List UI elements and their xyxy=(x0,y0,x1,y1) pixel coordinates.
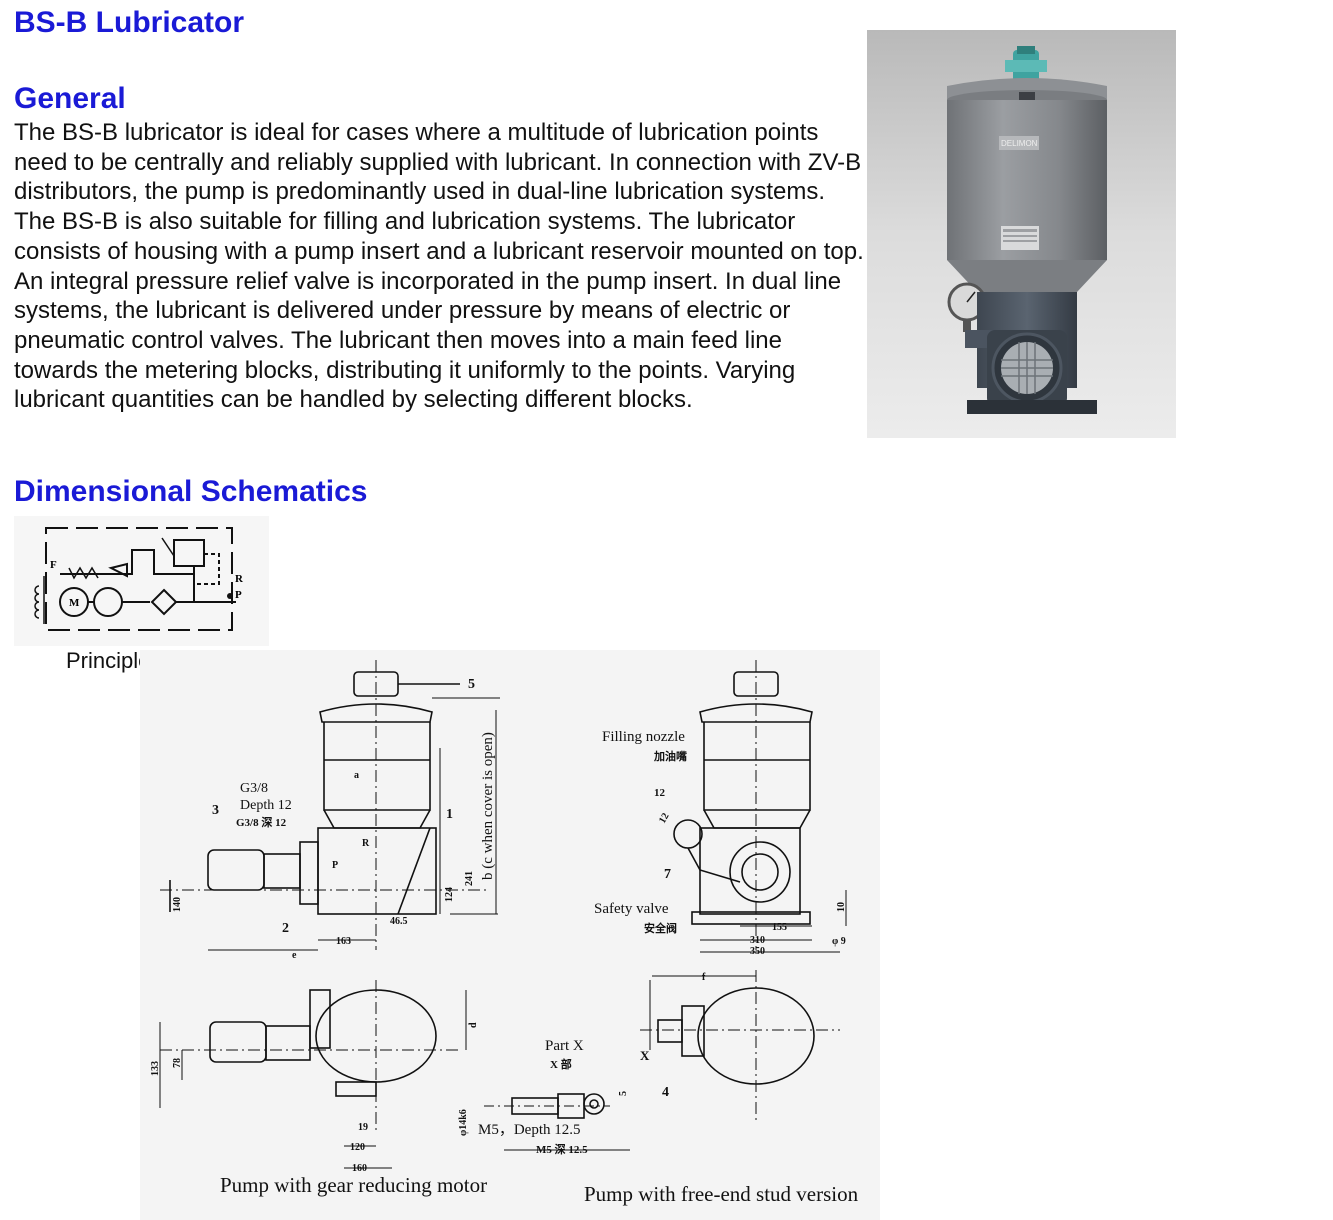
caption-gear-motor: Pump with gear reducing motor xyxy=(220,1173,487,1197)
g38-cn-label: G3/8 深 12 xyxy=(236,815,287,829)
schematics-heading: Dimensional Schematics xyxy=(14,475,368,508)
dim-19: 19 xyxy=(358,1122,368,1133)
g38-label: G3/8 xyxy=(240,781,268,796)
dim-163: 163 xyxy=(336,936,351,947)
callout-2: 2 xyxy=(282,921,289,936)
callout-7: 7 xyxy=(664,867,671,882)
dim-phi9: φ 9 xyxy=(832,936,846,947)
dim-a: a xyxy=(354,770,359,781)
dim-124: 124 xyxy=(444,887,455,902)
callout-1: 1 xyxy=(446,807,453,822)
cover-note: b (c when cover is open) xyxy=(480,732,496,880)
dim-12b: 12 xyxy=(657,811,672,825)
principle-label-r: R xyxy=(235,573,244,585)
page-title: BS-B Lubricator xyxy=(14,6,245,39)
dim-d: d xyxy=(468,1022,479,1028)
dim-78: 78 xyxy=(172,1058,183,1068)
dim-140: 140 xyxy=(172,897,183,912)
dim-r: R xyxy=(362,838,370,849)
principle-caption: Principle xyxy=(66,648,141,673)
callout-12: 12 xyxy=(654,787,666,799)
dim-241: 241 xyxy=(464,871,475,886)
dim-155: 155 xyxy=(772,922,787,933)
dim-p: P xyxy=(332,860,338,871)
part-x-label: Part X xyxy=(545,1038,584,1054)
filling-nozzle-label: Filling nozzle xyxy=(602,729,685,745)
safety-valve-cn: 安全阀 xyxy=(644,921,677,935)
dimensional-drawings: 5 1 3 2 4 7 12 G3/8 Depth 12 G3/8 深 12 b… xyxy=(140,650,880,1220)
m5-label: M5，Depth 12.5 xyxy=(478,1122,581,1138)
safety-valve-label: Safety valve xyxy=(594,901,669,917)
brand-label: DELIMON xyxy=(1001,139,1038,148)
dim-5: 5 xyxy=(618,1091,629,1096)
dim-133: 133 xyxy=(150,1061,161,1076)
dim-350: 350 xyxy=(750,946,765,957)
dim-120: 120 xyxy=(350,1142,365,1153)
principle-diagram: F M R P xyxy=(14,516,269,646)
dim-46-5: 46.5 xyxy=(390,916,408,927)
callout-4: 4 xyxy=(662,1085,669,1100)
dim-10: 10 xyxy=(836,902,847,912)
principle-label-f: F xyxy=(50,559,57,571)
callout-3: 3 xyxy=(212,803,219,818)
general-heading: General xyxy=(14,82,126,115)
lubricator-photo: DELIMON xyxy=(867,30,1176,438)
caption-free-end: Pump with free-end stud version xyxy=(584,1182,859,1206)
dim-e: e xyxy=(292,950,297,961)
dim-f: f xyxy=(702,972,706,983)
dim-x: X xyxy=(640,1048,650,1063)
depth12-label: Depth 12 xyxy=(240,798,292,813)
dim-310: 310 xyxy=(750,935,765,946)
m5-cn-label: M5 深 12.5 xyxy=(536,1142,588,1156)
callout-5: 5 xyxy=(468,677,475,692)
principle-label-p: P xyxy=(235,589,242,601)
filling-nozzle-cn: 加油嘴 xyxy=(653,749,687,763)
principle-label-m: M xyxy=(69,597,80,609)
part-x-cn: X 部 xyxy=(550,1057,572,1071)
dim-160: 160 xyxy=(352,1163,367,1174)
dim-phi14k6: φ14k6 xyxy=(458,1109,469,1136)
general-paragraph: The BS-B lubricator is ideal for cases w… xyxy=(14,119,864,414)
